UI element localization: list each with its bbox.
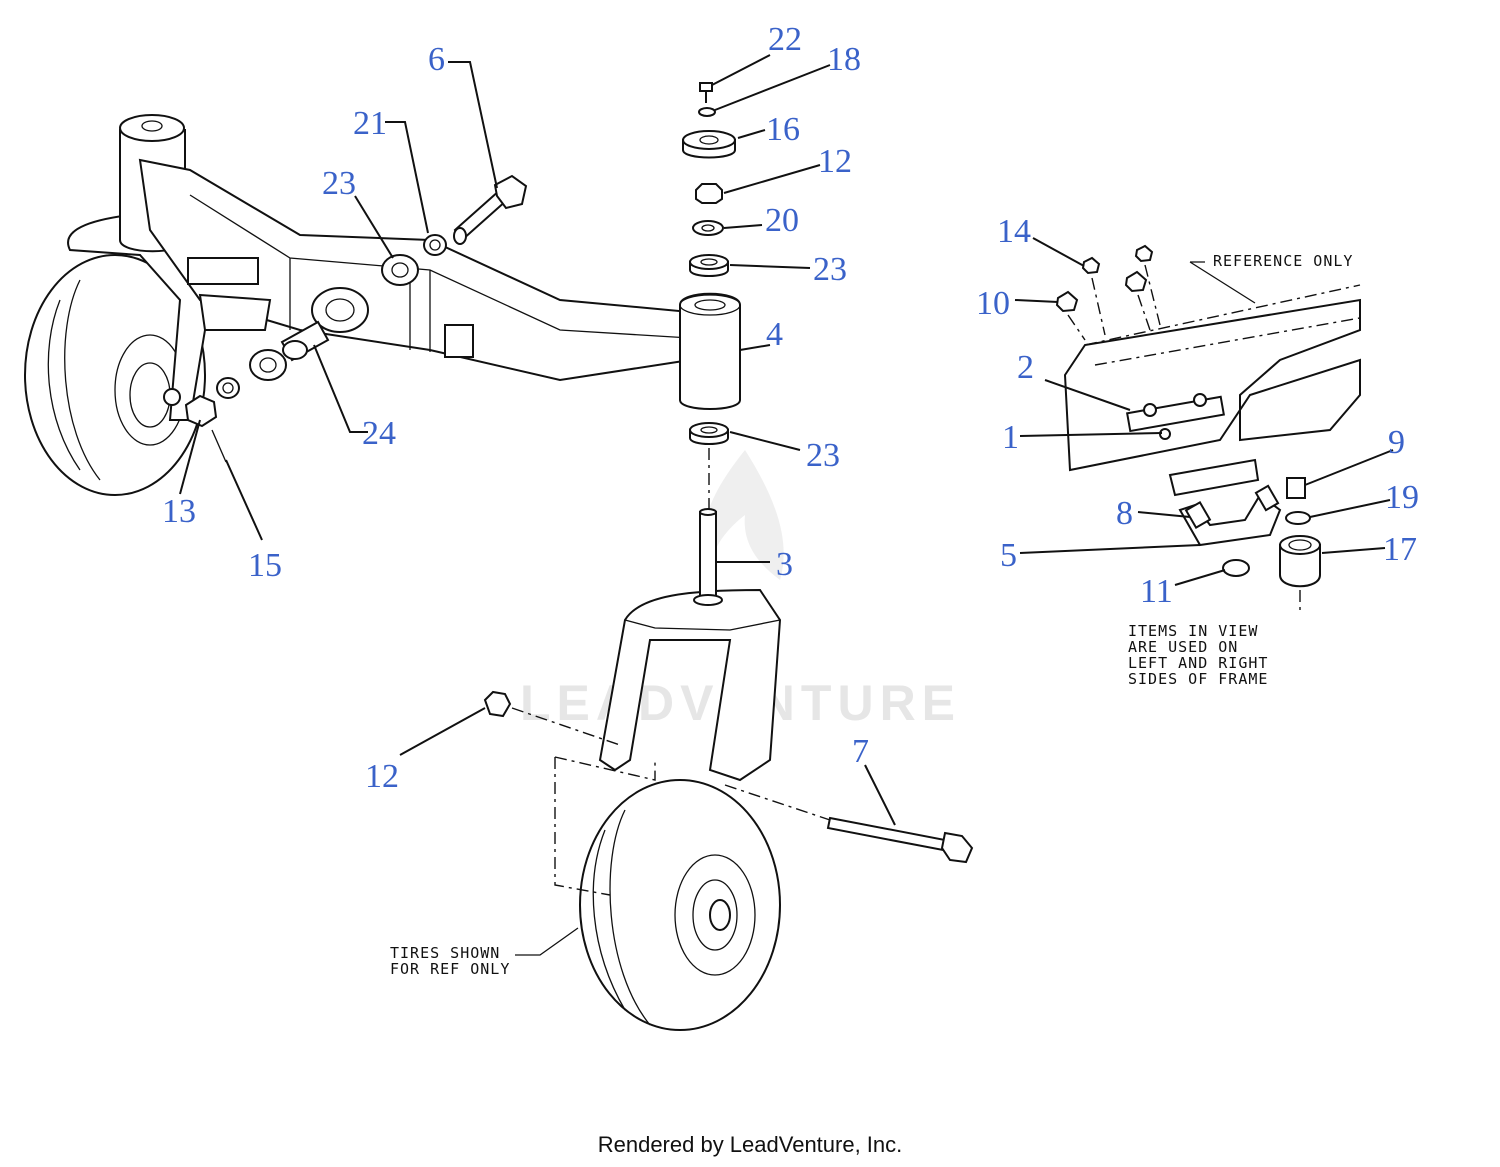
callout-2: 2 <box>1017 349 1034 386</box>
washer-18 <box>698 107 716 117</box>
callout-11: 11 <box>1140 573 1173 610</box>
bearing-left <box>249 349 287 381</box>
plate-5 <box>1168 458 1260 497</box>
caster-arm-assembly <box>24 114 741 496</box>
callout-7: 7 <box>852 733 869 770</box>
callout-13: 13 <box>162 493 196 530</box>
callout-14: 14 <box>997 213 1031 250</box>
washer-19 <box>1285 511 1311 525</box>
bearing-arm <box>381 254 419 286</box>
tires-note-line2: FOR REF ONLY <box>390 960 510 978</box>
callout-22: 22 <box>768 21 802 58</box>
frame-detail <box>1055 244 1361 610</box>
callout-12: 12 <box>365 758 399 795</box>
callout-16: 16 <box>766 111 800 148</box>
seal-20 <box>692 220 724 236</box>
caster-stack <box>483 82 974 1031</box>
nut-12-lower <box>483 690 512 718</box>
left-tire <box>24 254 206 496</box>
items-note-line3: LEFT AND RIGHT <box>1128 654 1268 672</box>
mount-plate <box>187 257 259 285</box>
frame-plate <box>1063 298 1361 472</box>
callouts: 22 18 6 21 16 12 23 20 23 4 24 23 13 15 … <box>162 21 1419 795</box>
caster-fork <box>598 588 782 782</box>
callout-21: 21 <box>353 105 387 142</box>
left-fork <box>67 213 212 421</box>
axle-bolt <box>826 816 947 852</box>
callout-4: 4 <box>766 316 783 353</box>
spindle <box>699 511 717 601</box>
callout-9: 9 <box>1388 424 1405 461</box>
front-tire <box>579 779 781 1031</box>
nut-10 <box>1055 290 1079 313</box>
callout-19: 19 <box>1385 479 1419 516</box>
nut-12 <box>695 183 723 204</box>
notes: REFERENCE ONLY ITEMS IN VIEW ARE USED ON… <box>390 252 1353 978</box>
leader-lines <box>179 54 1394 956</box>
callout-15: 15 <box>248 547 282 584</box>
callout-6: 6 <box>428 41 445 78</box>
items-note-line1: ITEMS IN VIEW <box>1128 622 1258 640</box>
callout-23: 23 <box>806 437 840 474</box>
castle-nut <box>184 394 218 428</box>
callout-23: 23 <box>322 165 356 202</box>
callout-24: 24 <box>362 415 396 452</box>
bushing-17 <box>1279 544 1321 588</box>
footer-credit: Rendered by LeadVenture, Inc. <box>597 1132 903 1157</box>
bolt-9 <box>1286 477 1306 499</box>
callout-5: 5 <box>1000 537 1017 574</box>
reference-only-note: REFERENCE ONLY <box>1213 252 1353 270</box>
nut-14 <box>1081 256 1101 275</box>
nut-11 <box>1222 559 1250 577</box>
items-note-line4: SIDES OF FRAME <box>1128 670 1268 688</box>
callout-17: 17 <box>1383 531 1417 568</box>
callout-3: 3 <box>776 546 793 583</box>
bolt-8 <box>1184 500 1212 530</box>
callout-23: 23 <box>813 251 847 288</box>
tires-note-line1: TIRES SHOWN <box>390 944 500 962</box>
callout-10: 10 <box>976 285 1010 322</box>
callout-12: 12 <box>818 143 852 180</box>
callout-18: 18 <box>827 41 861 78</box>
callout-8: 8 <box>1116 495 1133 532</box>
arm-pivot-tube <box>679 292 741 410</box>
bolt-22 <box>699 82 713 92</box>
callout-1: 1 <box>1002 419 1019 456</box>
callout-20: 20 <box>765 202 799 239</box>
items-note-line2: ARE USED ON <box>1128 638 1238 656</box>
